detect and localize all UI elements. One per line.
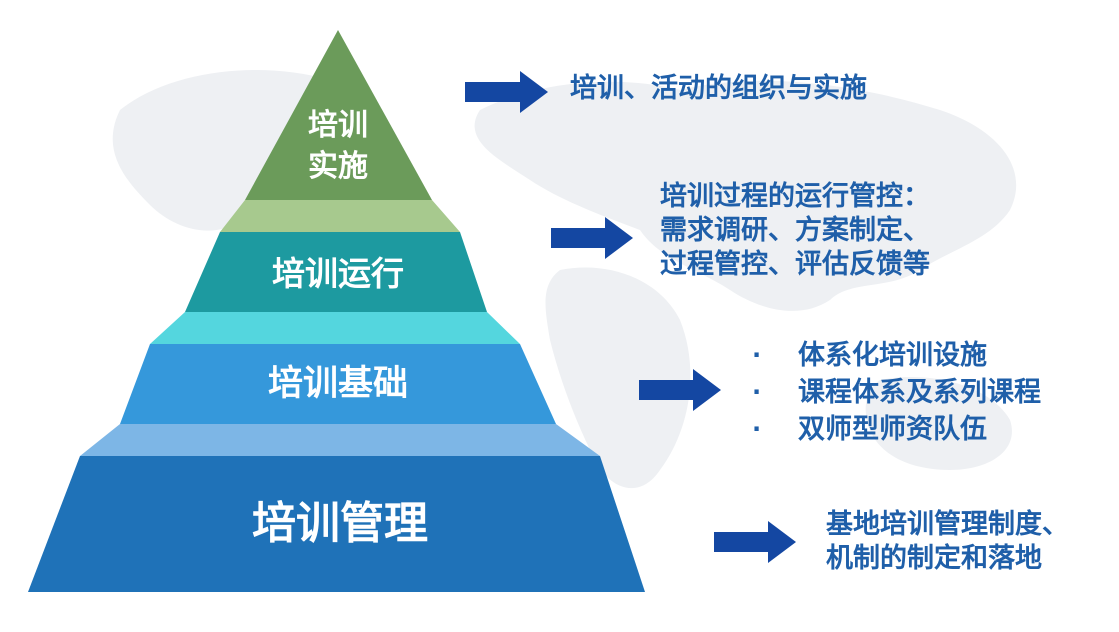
arrow-right-icon <box>551 217 633 259</box>
list-item: · 双师型师资队伍 <box>752 411 1041 448</box>
tier-3-bullet-list: · 体系化培训设施 · 课程体系及系列课程 · 双师型师资队伍 <box>752 337 1041 448</box>
connector-band-3 <box>80 424 600 456</box>
tier-2-description-line: 过程管控、评估反馈等 <box>660 249 930 280</box>
tier-3-description: · 体系化培训设施 · 课程体系及系列课程 · 双师型师资队伍 <box>752 337 1041 448</box>
tier-4-shape <box>28 456 645 592</box>
arrow-right-icon <box>714 521 796 563</box>
tier-1-description-line: 培训、活动的组织与实施 <box>570 73 867 104</box>
tier-3-shape <box>120 344 556 424</box>
arrow-right-icon <box>639 369 721 411</box>
bullet-icon: · <box>752 415 762 443</box>
tier-2-description-line: 需求调研、方案制定、 <box>660 215 930 246</box>
bullet-icon: · <box>752 341 762 369</box>
tier-3-label: 培训基础 <box>268 364 408 404</box>
list-item-text: 双师型师资队伍 <box>798 414 987 445</box>
tier-1-label-line1: 培训 <box>308 108 368 143</box>
tier-1-shape <box>245 30 432 200</box>
tier-1-label-line2: 实施 <box>308 149 368 184</box>
tier-2-description: 培训过程的运行管控： 需求调研、方案制定、 过程管控、评估反馈等 <box>660 180 930 282</box>
tier-4-description: 基地培训管理制度、 机制的制定和落地 <box>826 508 1069 576</box>
tier-2-description-line: 培训过程的运行管控： <box>660 181 930 212</box>
tier-2-shape <box>185 232 487 312</box>
bullet-icon: · <box>752 378 762 406</box>
connector-band-2 <box>150 312 520 344</box>
list-item: · 课程体系及系列课程 <box>752 374 1041 411</box>
connector-band-1 <box>220 200 460 232</box>
list-item-text: 体系化培训设施 <box>798 340 987 371</box>
tier-2-label: 培训运行 <box>272 254 404 293</box>
tier-4-description-line: 基地培训管理制度、 <box>826 509 1069 540</box>
list-item-text: 课程体系及系列课程 <box>798 377 1041 408</box>
tier-4-description-line: 机制的制定和落地 <box>826 543 1042 574</box>
arrow-right-icon <box>465 71 548 113</box>
list-item: · 体系化培训设施 <box>752 337 1041 374</box>
tier-4-label: 培训管理 <box>252 498 428 549</box>
tier-1-description: 培训、活动的组织与实施 <box>570 72 867 106</box>
